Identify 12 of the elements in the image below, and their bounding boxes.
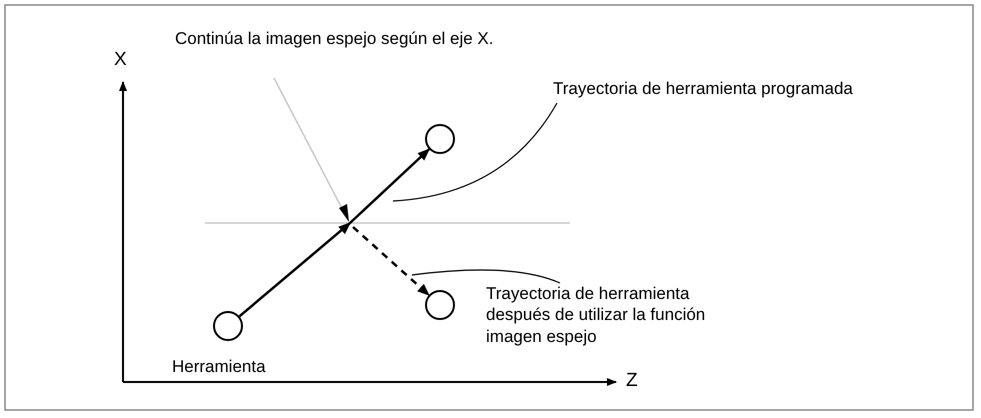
leader-line bbox=[412, 269, 560, 284]
path-arrow bbox=[352, 226, 430, 296]
note-text: Continúa la imagen espejo según el eje X. bbox=[175, 28, 494, 50]
leader-line bbox=[392, 102, 558, 202]
tool-label: Herramienta bbox=[172, 356, 266, 378]
path-arrow bbox=[238, 148, 430, 318]
callout-text: Trayectoria de herramienta después de utilizar la función imagen espejo bbox=[486, 283, 736, 347]
callout-text: Trayectoria de herramienta programada bbox=[553, 78, 853, 100]
position-circle bbox=[425, 290, 455, 320]
axis-label: Z bbox=[626, 369, 638, 393]
position-circle bbox=[425, 124, 455, 154]
axis-label: X bbox=[114, 48, 127, 72]
